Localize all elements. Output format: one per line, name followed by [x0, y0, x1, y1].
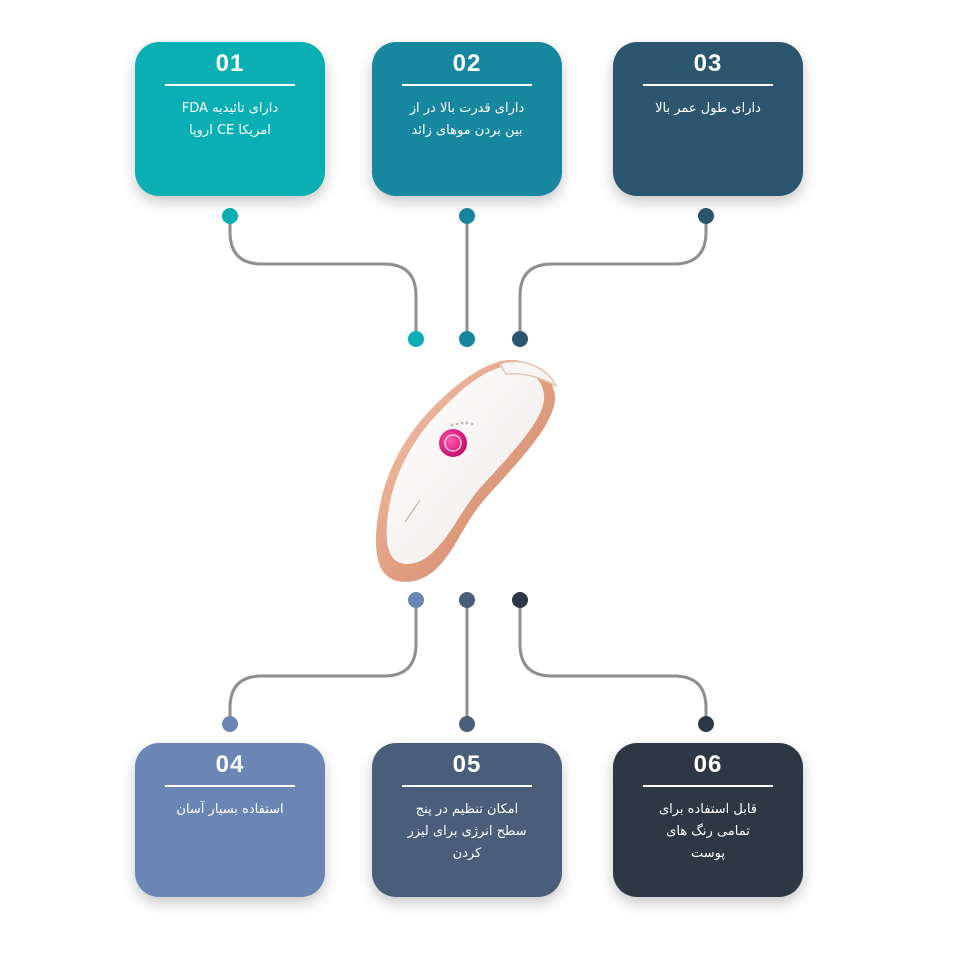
card-text: دارای طول عمر بالا	[655, 101, 761, 116]
card-number: 03	[693, 50, 723, 77]
connector-06	[518, 598, 708, 726]
dot-device-03	[512, 331, 528, 347]
dot-card-05	[459, 716, 475, 732]
dot-device-04	[408, 592, 424, 608]
connector-04	[228, 598, 418, 726]
feature-card-05: 05 امکان تنظیم در پنج سطح انرژی برای لیز…	[372, 743, 562, 897]
card-number: 01	[215, 50, 245, 77]
dot-card-03	[698, 208, 714, 224]
card-number: 04	[215, 751, 245, 778]
card-text: امکان تنظیم در پنج سطح انرژی برای لیزر ک…	[407, 802, 527, 861]
level-indicator-icon	[450, 421, 474, 427]
card-text: دارای تائیدیه FDA امریکا CE اروپا	[181, 101, 279, 138]
card-text: قابل استفاده برای تمامی رنگ های پوست	[658, 802, 758, 861]
device-head	[498, 360, 558, 388]
card-divider	[643, 84, 773, 86]
feature-card-02: 02 دارای قدرت بالا در از بین بردن موهای …	[372, 42, 562, 196]
dot-device-02	[459, 331, 475, 347]
dot-card-01	[222, 208, 238, 224]
dot-device-06	[512, 592, 528, 608]
feature-card-04: 04 استفاده بسیار آسان	[135, 743, 325, 897]
card-divider	[165, 84, 295, 86]
card-number: 02	[452, 50, 482, 77]
device-shell	[386, 365, 545, 564]
connector-03	[518, 214, 708, 341]
feature-card-06: 06 قابل استفاده برای تمامی رنگ های پوست	[613, 743, 803, 897]
dot-device-01	[408, 331, 424, 347]
dot-card-02	[459, 208, 475, 224]
feature-card-03: 03 دارای طول عمر بالا	[613, 42, 803, 196]
ipl-hair-removal-device-icon	[375, 359, 558, 582]
dot-card-06	[698, 716, 714, 732]
device-marking	[404, 499, 421, 523]
card-divider	[165, 785, 295, 787]
card-divider	[643, 785, 773, 787]
dot-card-04	[222, 716, 238, 732]
card-text: استفاده بسیار آسان	[176, 802, 284, 817]
card-divider	[402, 84, 532, 86]
card-text: دارای قدرت بالا در از بین بردن موهای زائ…	[409, 101, 525, 138]
power-button-icon	[439, 429, 467, 457]
card-divider	[402, 785, 532, 787]
connector-01	[228, 214, 418, 341]
dot-device-05	[459, 592, 475, 608]
card-number: 06	[693, 751, 723, 778]
card-number: 05	[452, 751, 482, 778]
feature-card-01: 01 دارای تائیدیه FDA امریکا CE اروپا	[135, 42, 325, 196]
